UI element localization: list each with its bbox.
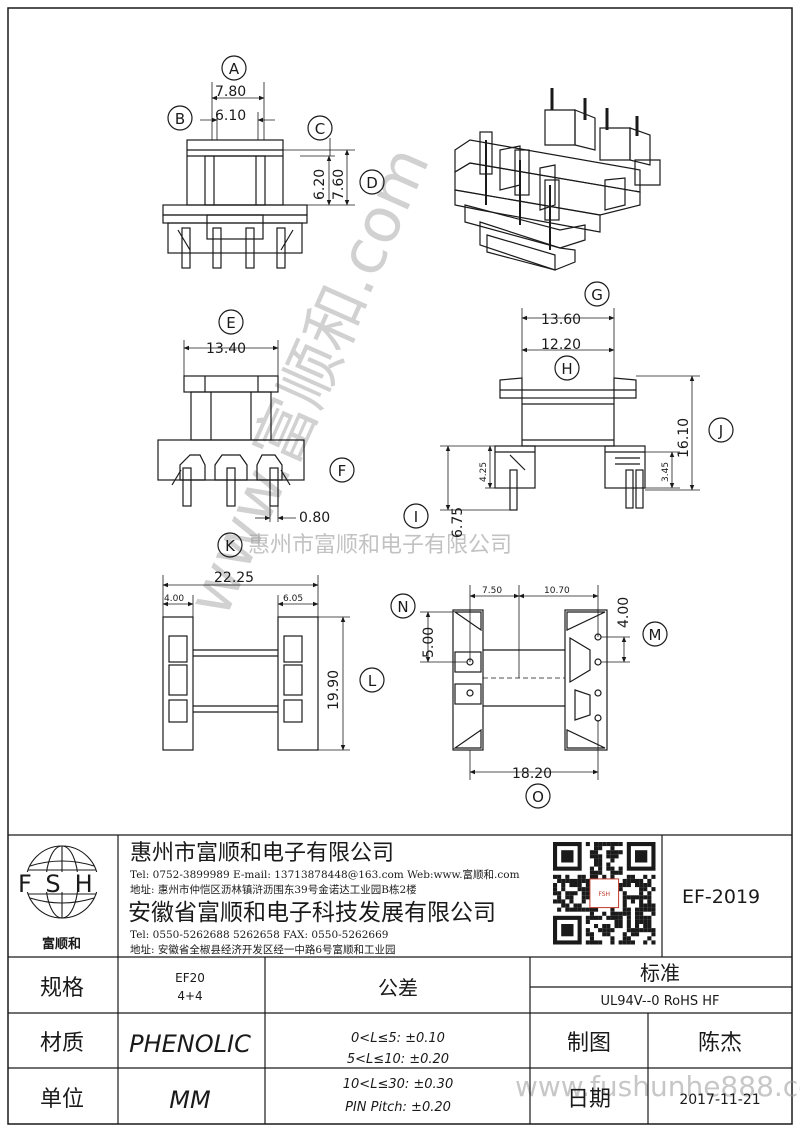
company1-name: 惠州市富顺和电子有限公司 xyxy=(130,841,394,866)
callout-c: C xyxy=(315,120,325,138)
dim-7-60: 7.60 xyxy=(331,169,347,200)
dim-12-20: 12.20 xyxy=(541,337,581,353)
material-value: PHENOLIC xyxy=(129,1030,251,1058)
callout-l: L xyxy=(368,672,377,690)
dim-13-60: 13.60 xyxy=(541,312,581,328)
dim-6-10: 6.10 xyxy=(215,108,246,124)
callout-i: I xyxy=(414,508,418,526)
view-bottom xyxy=(420,585,630,780)
dim-5-00: 5.00 xyxy=(421,627,437,658)
standard-label: 标准 xyxy=(640,961,680,985)
svg-text:FSH: FSH xyxy=(598,891,610,898)
view-isometric xyxy=(454,88,661,271)
callout-e: E xyxy=(226,314,235,332)
dim-6-75: 6.75 xyxy=(450,507,466,538)
date-label: 日期 xyxy=(567,1087,611,1112)
company2-contact: Tel: 0550-5262688 5262658 FAX: 0550-5262… xyxy=(130,929,388,941)
callout-labels xyxy=(167,55,734,809)
callout-m: M xyxy=(649,626,662,644)
callout-d: D xyxy=(366,174,378,192)
callout-g: G xyxy=(591,286,603,304)
model-number: EF-2019 xyxy=(682,886,760,908)
logo-name: 富顺和 xyxy=(42,936,81,952)
callout-a: A xyxy=(229,60,240,78)
drawn-label: 制图 xyxy=(567,1031,611,1056)
dim-0-80: 0.80 xyxy=(299,510,330,526)
watermark-company: 惠州市富顺和电子有限公司 xyxy=(248,533,512,558)
view-side xyxy=(157,340,305,522)
unit-label: 单位 xyxy=(40,1087,84,1112)
tolerance-3: 10<L≤30: ±0.30 xyxy=(343,1077,453,1092)
callout-j: J xyxy=(718,422,723,440)
company1-address: 地址: 惠州市仲恺区沥林镇浒沥围东39号金诺达工业园B栋2楼 xyxy=(130,883,417,896)
dim-4-00-top: 4.00 xyxy=(164,594,184,604)
watermark-url: www.fushunhe888.com xyxy=(515,1070,800,1103)
fsh-logo xyxy=(16,845,108,919)
spec-value-2: 4+4 xyxy=(177,989,202,1003)
dim-13-40: 13.40 xyxy=(206,341,246,357)
callout-k: K xyxy=(225,537,236,555)
title-block-lines xyxy=(8,834,792,1124)
dim-7-80: 7.80 xyxy=(215,84,246,100)
standard-value: UL94V--0 RoHS HF xyxy=(600,994,719,1009)
dim-16-10: 16.10 xyxy=(676,418,692,458)
dim-22-25: 22.25 xyxy=(214,570,254,586)
tolerance-4: PIN Pitch: ±0.20 xyxy=(345,1100,451,1115)
material-label: 材质 xyxy=(40,1031,84,1056)
dim-4-25: 4.25 xyxy=(479,462,489,482)
callout-h: H xyxy=(561,360,572,378)
date-value: 2017-11-21 xyxy=(679,1092,760,1108)
qr-code: FSH xyxy=(553,842,656,945)
logo-letters: FSH xyxy=(18,870,107,898)
dim-19-90: 19.90 xyxy=(326,670,342,710)
callout-o: O xyxy=(532,788,544,806)
spec-label: 规格 xyxy=(40,976,84,1001)
watermark-layer: www.富顺和.com 惠州市富顺和电子有限公司 www.fushunhe888… xyxy=(172,136,800,1103)
view-front-top xyxy=(162,82,355,269)
drawn-value: 陈杰 xyxy=(698,1031,742,1056)
dim-3-45: 3.45 xyxy=(661,462,671,482)
callout-n: N xyxy=(397,598,408,616)
spec-value-1: EF20 xyxy=(175,971,205,985)
callout-b: B xyxy=(175,110,185,128)
tolerance-1: 0<L≤5: ±0.10 xyxy=(351,1031,445,1046)
tolerance-2: 5<L≤10: ±0.20 xyxy=(347,1052,449,1067)
company1-contact: Tel: 0752-3899989 E-mail: 13713878448@16… xyxy=(130,868,520,881)
dim-4-00-bottom: 4.00 xyxy=(616,597,632,628)
dim-18-20: 18.20 xyxy=(512,766,552,782)
sheet-border xyxy=(7,7,793,1125)
dim-6-20: 6.20 xyxy=(312,169,328,200)
dim-7-50: 7.50 xyxy=(482,586,502,596)
unit-value: MM xyxy=(169,1086,211,1114)
dim-10-70: 10.70 xyxy=(544,586,570,596)
company2-address: 地址: 安徽省全椒县经济开发区经一中路6号富顺和工业园 xyxy=(130,943,396,956)
dim-6-05: 6.05 xyxy=(283,594,303,604)
callout-letters: A B C D E F G H J I K L N M O xyxy=(175,60,723,806)
company2-name: 安徽省富顺和电子科技发展有限公司 xyxy=(128,900,496,926)
view-front xyxy=(440,308,700,511)
callout-f: F xyxy=(338,462,347,480)
view-top xyxy=(162,575,350,751)
tolerance-label: 公差 xyxy=(378,976,418,1000)
